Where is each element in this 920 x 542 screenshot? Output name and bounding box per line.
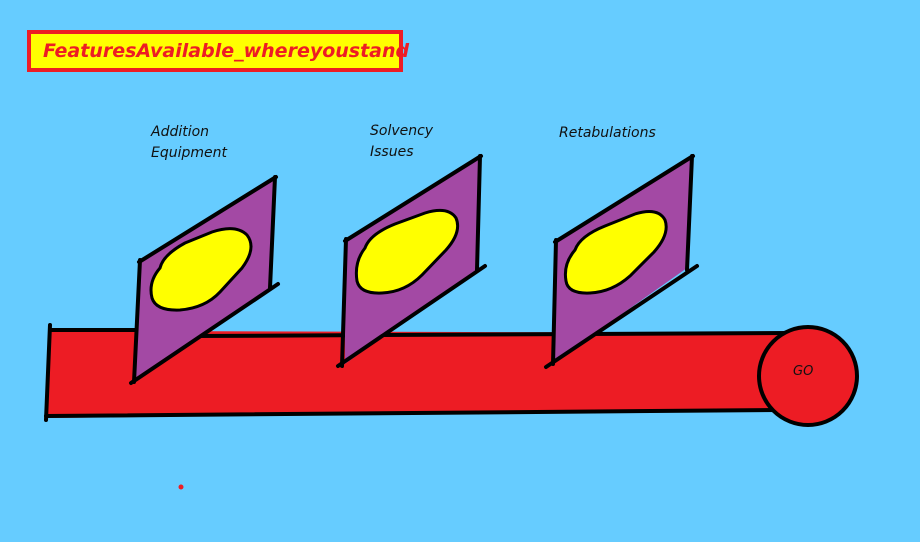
panel-label-retabulations: Retabulations bbox=[559, 123, 656, 144]
panel-blob bbox=[354, 208, 460, 295]
panel-label-line2: Issues bbox=[370, 144, 414, 160]
pipe-body bbox=[46, 328, 800, 418]
title-box: FeaturesAvailable_whereyoustand bbox=[27, 30, 409, 72]
pipe-top-edge bbox=[193, 331, 792, 338]
go-label: GO bbox=[793, 364, 814, 379]
panel-label-line1: Addition bbox=[151, 124, 210, 140]
panel-label-addition-equipment: Addition Equipment bbox=[151, 122, 227, 164]
pipe-bottom-edge bbox=[44, 408, 780, 418]
panel-retabulations bbox=[544, 154, 699, 369]
go-circle bbox=[757, 325, 859, 427]
panel-blob bbox=[563, 210, 668, 295]
panel-blob bbox=[149, 227, 253, 312]
panel-label-line1: Solvency bbox=[370, 123, 434, 139]
diagram-title: FeaturesAvailable_whereyoustand bbox=[43, 40, 410, 62]
panel-label-solvency-issues: Solvency Issues bbox=[370, 121, 433, 163]
red-dot bbox=[178, 484, 184, 490]
panel-addition-equipment bbox=[129, 175, 280, 385]
panel-solvency-issues bbox=[336, 154, 487, 368]
pipe-left-edge bbox=[44, 323, 52, 422]
panel-label-line1: Retabulations bbox=[559, 125, 656, 141]
panel-label-line2: Equipment bbox=[151, 145, 227, 161]
